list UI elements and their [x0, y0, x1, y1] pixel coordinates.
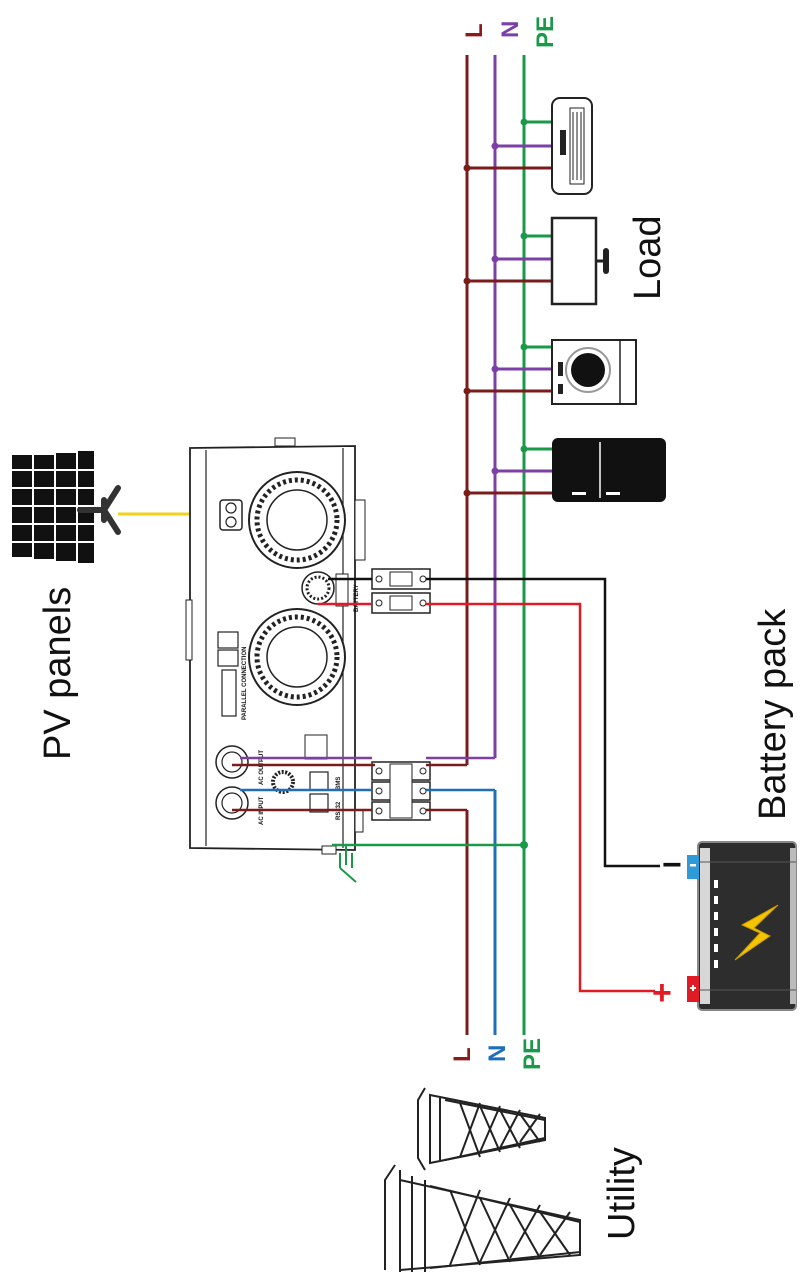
ac-breaker: [371, 761, 431, 821]
battery-negative-to-pack: [426, 577, 660, 868]
battery-port-label: BATTERY: [354, 584, 360, 612]
battery-positive-to-pack: [426, 602, 655, 993]
ac-output-terminal: [215, 745, 249, 779]
utility-tower-icon: [384, 1087, 581, 1272]
ac-input-terminal: [215, 786, 249, 820]
fan-icon: [248, 608, 346, 706]
load-branch-ac: [463, 118, 552, 172]
ground-icon: [339, 845, 357, 883]
load-branch-fridge: [463, 445, 552, 497]
fan-icon: [248, 471, 346, 569]
tv-icon: [550, 216, 609, 306]
top-PE-label: PE: [532, 16, 559, 48]
battery-pack-label: Battery pack: [752, 608, 794, 820]
parallel-connection-label: PARALLEL CONNECTION: [242, 647, 248, 720]
air-conditioner-icon: [551, 97, 593, 195]
utility-label: Utility: [601, 1147, 643, 1240]
load-branch-tv: [463, 232, 552, 285]
pv-panels-label: PV panels: [37, 587, 79, 760]
battery-negative-terminal: [687, 855, 699, 879]
bottom-N-label: N: [484, 1045, 511, 1062]
battery-plus-label: +: [652, 974, 672, 1012]
load-branch-washer: [463, 343, 552, 395]
bottom-PE-label: PE: [519, 1038, 546, 1070]
bms-label: BMS: [336, 777, 342, 790]
top-N-label: N: [497, 21, 524, 38]
lightning-bolt-icon: [734, 904, 779, 961]
inverter: BATTERY PARALLEL CONNECTION AC OUTPUT AC…: [185, 437, 366, 855]
ac-output-label: AC OUTPUT: [259, 750, 265, 785]
bottom-L-label: L: [449, 1047, 476, 1062]
washing-machine-icon: [551, 339, 637, 405]
top-L-label: L: [461, 23, 488, 38]
battery-minus-label: −: [662, 846, 682, 884]
refrigerator-icon: [552, 438, 666, 502]
battery-pack-icon: [687, 841, 797, 1011]
pv-panel-icon: [12, 451, 121, 563]
battery-breaker: [371, 568, 431, 614]
load-label: Load: [627, 215, 669, 300]
